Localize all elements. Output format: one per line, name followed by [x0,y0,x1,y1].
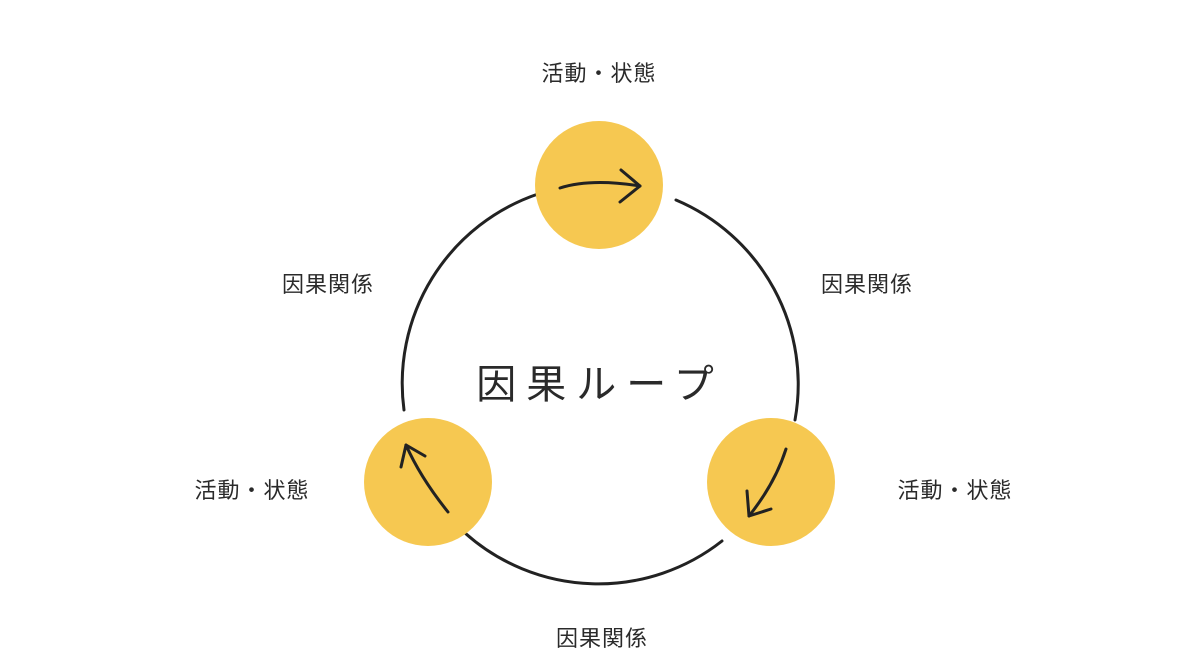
node-label-bottom-right: 活動・状態 [897,479,1013,504]
arrow-down-left-icon [745,447,788,518]
node-top-circle [535,121,663,249]
node-label-bottom-left: 活動・状態 [194,479,310,504]
loop-arc-left [400,192,540,412]
loop-arc-bottom [463,531,724,586]
edge-label-left: 因果関係 [281,273,375,298]
loop-arc-right [674,198,800,422]
arrow-up-icon [399,443,450,514]
edge-label-right: 因果関係 [820,273,914,298]
node-label-top: 活動・状態 [541,62,657,87]
edge-label-bottom: 因果関係 [555,627,649,652]
arrow-right-icon [558,168,642,204]
node-bottom-left [364,418,492,546]
loop-title: 因果ループ [476,362,724,408]
node-top [535,121,663,249]
node-bottom-right [707,418,835,546]
